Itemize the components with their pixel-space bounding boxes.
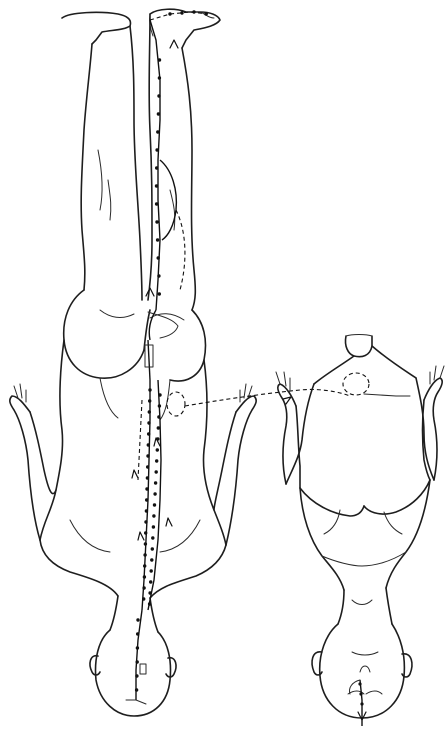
meridian-point: [148, 591, 151, 594]
meridian-point: [144, 531, 147, 534]
meridian-point: [151, 536, 154, 539]
meridian-point: [151, 547, 154, 550]
meridian-point: [147, 443, 150, 446]
meridian-point: [192, 10, 195, 13]
meridian-point: [135, 674, 138, 677]
meridian-point: [143, 564, 146, 567]
meridian-point: [147, 432, 150, 435]
meridian-point: [145, 509, 148, 512]
meridian-point: [142, 597, 145, 600]
meridian-point: [146, 465, 149, 468]
meridian-point: [136, 632, 139, 635]
meridian-point: [358, 682, 361, 685]
left-arm: [10, 396, 40, 540]
meridian-point: [145, 498, 148, 501]
navel-oval: [343, 373, 369, 395]
meridian-point: [154, 481, 157, 484]
meridian-point: [153, 492, 156, 495]
meridian-point: [145, 487, 148, 490]
meridian-point: [180, 11, 183, 14]
meridian-point: [136, 618, 139, 621]
right-figure-front-view: [276, 335, 444, 719]
meridian-point: [152, 514, 155, 517]
meridian-pathway-back: [126, 12, 350, 704]
meridian-point: [155, 220, 158, 223]
meridian-point: [168, 12, 171, 15]
meridian-connection: [185, 389, 350, 406]
meridian-point: [157, 256, 160, 259]
meridian-points-back: [135, 10, 208, 691]
meridian-point: [149, 580, 152, 583]
meridian-point: [155, 470, 158, 473]
torso: [40, 340, 64, 540]
meridian-point: [158, 404, 161, 407]
meridian-point: [148, 399, 151, 402]
right-arm: [226, 396, 256, 545]
meridian-point: [144, 542, 147, 545]
meridian-point: [144, 520, 147, 523]
meridian-point: [158, 58, 161, 61]
meridian-point: [158, 76, 161, 79]
meridian-point: [157, 274, 160, 277]
meridian-point: [156, 238, 159, 241]
front-right-arm: [424, 378, 442, 480]
meridian-pathway-front: [349, 680, 366, 726]
meridian-point: [157, 415, 160, 418]
meridian-point: [135, 688, 138, 691]
meridian-point: [148, 388, 151, 391]
meridian-point: [360, 702, 363, 705]
meridian-point: [143, 553, 146, 556]
meridian-point: [155, 166, 158, 169]
meridian-point: [143, 575, 146, 578]
meridian-point: [146, 454, 149, 457]
meridian-point: [155, 459, 158, 462]
meridian-point: [152, 525, 155, 528]
left-foot: [62, 12, 131, 44]
meridian-point: [150, 558, 153, 561]
meridian-point: [142, 586, 145, 589]
meridian-point: [156, 448, 159, 451]
meridian-point: [157, 426, 160, 429]
meridian-point: [146, 476, 149, 479]
meridian-point: [136, 660, 139, 663]
meridian-point: [148, 410, 151, 413]
meridian-point: [156, 437, 159, 440]
kidney-oval: [167, 392, 185, 416]
meridian-point: [359, 692, 362, 695]
left-figure-back-view: [10, 9, 256, 716]
meridian-point: [157, 112, 160, 115]
pelvis-top: [345, 336, 372, 357]
meridian-point: [158, 292, 161, 295]
head: [96, 630, 171, 716]
right-foot: [150, 9, 220, 48]
meridian-point: [157, 94, 160, 97]
meridian-point: [155, 184, 158, 187]
meridian-point: [156, 130, 159, 133]
meridian-point: [155, 202, 158, 205]
meridian-line-back: [142, 380, 150, 610]
meridian-point: [204, 12, 207, 15]
hips: [64, 290, 144, 378]
meridian-point: [136, 646, 139, 649]
left-leg: [81, 44, 92, 290]
meridian-point: [148, 602, 151, 605]
meridian-point: [153, 503, 156, 506]
neck: [110, 596, 118, 630]
meridian-point: [155, 148, 158, 151]
meridian-point: [158, 393, 161, 396]
right-leg: [148, 14, 152, 300]
meridian-point: [150, 569, 153, 572]
meridian-point: [147, 421, 150, 424]
